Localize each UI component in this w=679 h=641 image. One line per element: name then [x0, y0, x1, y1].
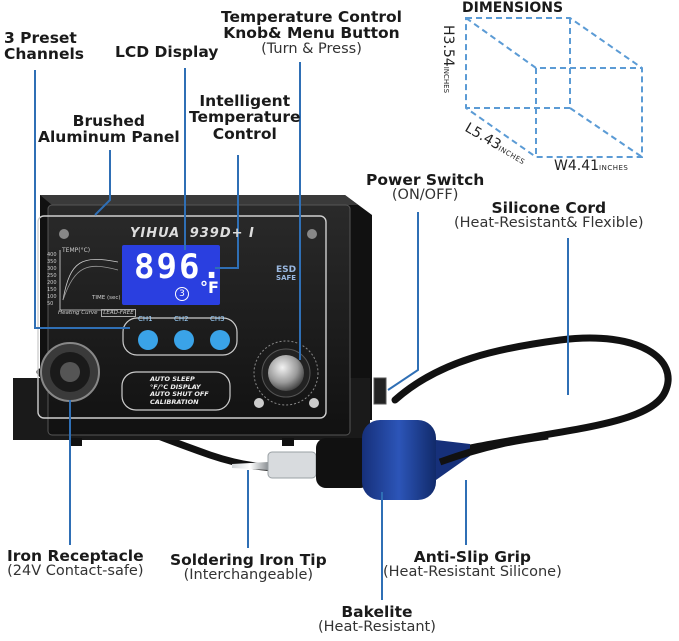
- features-list: AUTO SLEEP °F/°C DISPLAY AUTO SHUT OFF C…: [150, 375, 209, 406]
- label-iron-receptacle: Iron Receptacle (24V Contact-safe): [7, 547, 144, 580]
- ch2-label: CH2: [174, 315, 189, 323]
- lcd-channel-indicator: 3: [175, 287, 189, 301]
- label-bakelite: Bakelite (Heat-Resistant): [318, 603, 436, 636]
- label-aluminum-panel: Brushed Aluminum Panel: [38, 112, 180, 147]
- soldering-iron: [232, 420, 470, 500]
- heating-curve-graph: [59, 250, 119, 311]
- time-label: TIME (sec): [92, 295, 121, 301]
- ch1-label: CH1: [138, 315, 153, 323]
- label-lcd-display: LCD Display: [115, 43, 219, 61]
- dimensions-title: DIMENSIONS: [462, 0, 564, 16]
- dimension-height: H3.54INCHES: [440, 25, 456, 94]
- label-power-switch: Power Switch (ON/OFF): [366, 171, 485, 204]
- temperature-knob-icon[interactable]: [253, 340, 319, 408]
- label-knob: Temperature Control Knob& Menu Button (T…: [221, 8, 402, 57]
- lcd-unit: °F: [200, 278, 219, 297]
- brand-logo: YIHUA 939D+ I: [130, 227, 255, 241]
- heating-curve-label: Heating Curve LEAD-FREE: [58, 309, 136, 317]
- silicone-cord: [391, 334, 672, 452]
- label-intelligent-control: Intelligent Temperature Control: [189, 92, 301, 143]
- label-anti-slip-grip: Anti-Slip Grip (Heat-Resistant Silicone): [383, 548, 562, 581]
- ch1-button: [138, 330, 158, 350]
- ch2-button: [174, 330, 194, 350]
- ch3-button: [210, 330, 230, 350]
- power-switch: [373, 377, 387, 405]
- lcd-temperature: 896.: [134, 247, 224, 287]
- lcd-display: [122, 245, 220, 305]
- esd-safe-badge: ESD SAFE: [276, 265, 297, 283]
- dimension-width: W4.41INCHES: [554, 158, 629, 174]
- iron-receptacle-icon: [40, 342, 100, 402]
- model-name: 939D+ I: [189, 226, 255, 241]
- label-silicone-cord: Silicone Cord (Heat-Resistant& Flexible): [454, 199, 644, 232]
- graph-ticks: 400 350 300 250 200 150 100 50: [47, 252, 57, 307]
- label-preset-channels: 3 Preset Channels: [4, 29, 84, 64]
- ch3-label: CH3: [210, 315, 225, 323]
- temp-label: TEMP(°C): [62, 247, 91, 254]
- callout-lines: [34, 62, 569, 600]
- label-soldering-tip: Soldering Iron Tip (Interchangeable): [170, 551, 327, 584]
- dimension-box-icon: [465, 17, 643, 158]
- brand-name: YIHUA: [130, 226, 181, 241]
